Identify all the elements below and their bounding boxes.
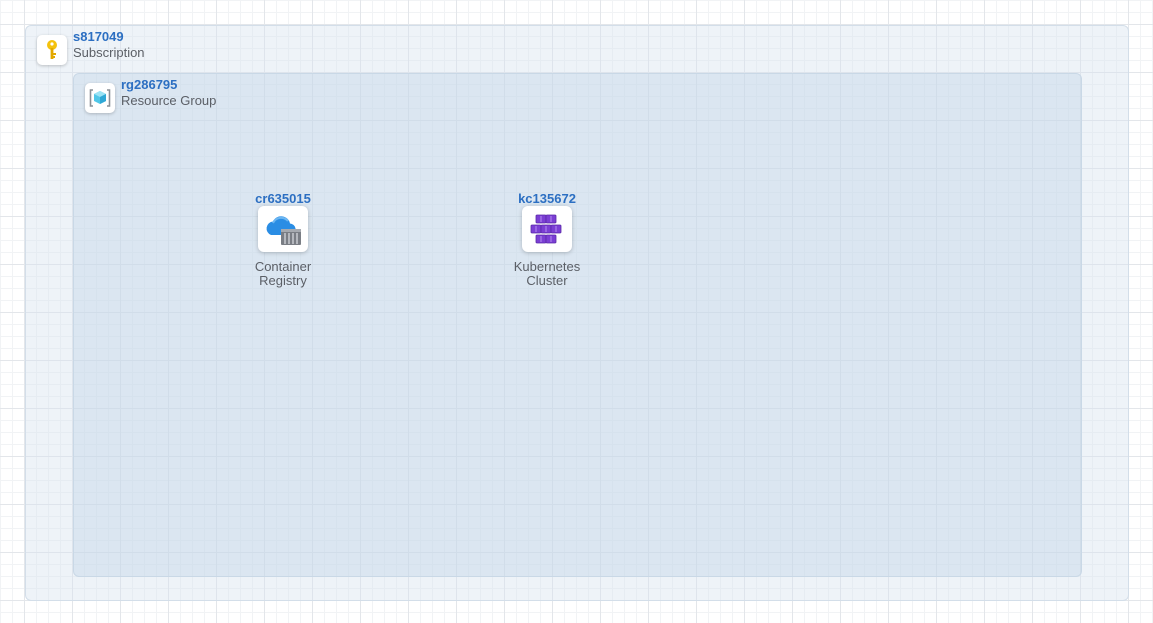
container-registry-label: Container Registry bbox=[254, 259, 312, 288]
key-icon bbox=[37, 35, 67, 65]
subscription-type-label: Subscription bbox=[73, 45, 145, 60]
resource-group-type-label: Resource Group bbox=[121, 93, 217, 108]
resource-group-id: rg286795 bbox=[121, 77, 178, 92]
subscription-container[interactable] bbox=[25, 25, 1129, 601]
container-registry-node[interactable]: cr635015 Container Registry bbox=[223, 192, 343, 288]
resource-group-container[interactable] bbox=[73, 73, 1082, 577]
kubernetes-cluster-node[interactable]: kc135672 Kubernetes Cluster bbox=[487, 192, 607, 288]
resource-group-icon bbox=[85, 83, 115, 113]
kubernetes-cluster-icon bbox=[522, 206, 572, 252]
kubernetes-cluster-label: Kubernetes Cluster bbox=[513, 259, 581, 288]
kubernetes-cluster-id: kc135672 bbox=[518, 191, 576, 206]
subscription-id: s817049 bbox=[73, 29, 124, 44]
container-registry-icon bbox=[258, 206, 308, 252]
container-registry-id: cr635015 bbox=[255, 191, 311, 206]
